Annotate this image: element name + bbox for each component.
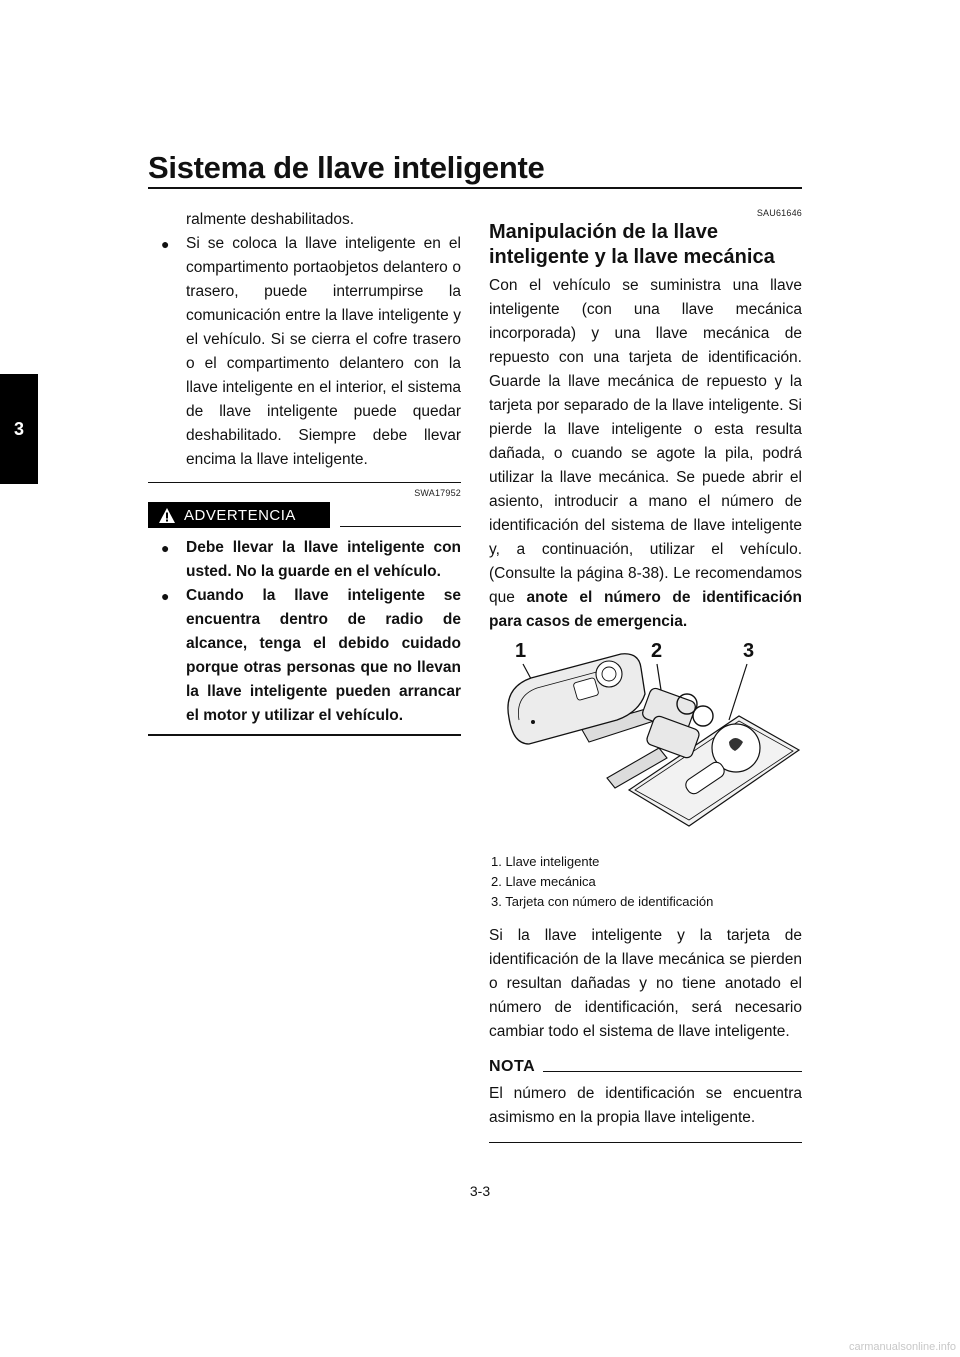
warning-item-text: Debe llevar la llave inteligente con ust… bbox=[186, 539, 461, 580]
left-column: ralmente deshabilitados. ● Si se coloca … bbox=[148, 208, 461, 736]
replacement-paragraph: Si la llave inteligente y la tarjeta de … bbox=[489, 927, 802, 1040]
warning-code: SWA17952 bbox=[414, 488, 461, 498]
page-title: Sistema de llave inteligente bbox=[148, 150, 545, 185]
watermark: carmanualsonline.info bbox=[848, 1341, 956, 1353]
warning-label: ADVERTENCIA bbox=[184, 506, 296, 524]
warning-item: ● Cuando la llave inteligente se encuent… bbox=[148, 584, 461, 728]
nota-label: NOTA bbox=[489, 1058, 536, 1075]
bullet-icon: ● bbox=[161, 236, 170, 252]
id-card bbox=[627, 715, 801, 827]
page-number: 3-3 bbox=[469, 1183, 491, 1199]
bullet-item: ● Si se coloca la llave inteligente en e… bbox=[148, 232, 461, 472]
nota-header-line bbox=[543, 1071, 802, 1072]
intro-text: Con el vehículo se suministra una llave … bbox=[489, 277, 802, 606]
section-code: SAU61646 bbox=[756, 208, 802, 218]
section-heading: Manipulación de la llave inteligente y l… bbox=[489, 221, 775, 268]
figure-caption-3: 3. Tarjeta con número de identificación bbox=[491, 894, 714, 909]
warning-top-rule bbox=[148, 482, 461, 483]
key-illustration: 1 2 3 bbox=[489, 638, 802, 848]
warning-header-line bbox=[340, 525, 461, 527]
nota-header: NOTA bbox=[489, 1058, 802, 1076]
intro-paragraph: Con el vehículo se suministra una llave … bbox=[489, 274, 802, 634]
intro-bold-text: anote el número de identificación para c… bbox=[489, 589, 802, 630]
warning-item: ● Debe llevar la llave inteligente con u… bbox=[148, 536, 461, 584]
key-drawing bbox=[507, 653, 801, 827]
figure-caption-2: 2. Llave mecánica bbox=[491, 874, 596, 889]
chapter-tab: 3 bbox=[0, 374, 38, 484]
warning-badge: ADVERTENCIA bbox=[148, 502, 330, 528]
nota-text: El número de identificación se encuentra… bbox=[489, 1085, 802, 1126]
bullet-text: Si se coloca la llave inteligente en el … bbox=[186, 235, 461, 468]
warning-item-text: Cuando la llave inteligente se encuentra… bbox=[186, 587, 461, 724]
warning-bottom-rule bbox=[148, 734, 461, 736]
warning-triangle-icon bbox=[159, 507, 175, 523]
bullet-icon: ● bbox=[161, 540, 170, 556]
right-column: SAU61646 Manipulación de la llave inteli… bbox=[489, 208, 802, 1143]
figure-caption-1: 1. Llave inteligente bbox=[491, 854, 600, 869]
callout-2: 2 bbox=[651, 640, 663, 662]
mechanical-key bbox=[580, 687, 714, 789]
callout-1: 1 bbox=[515, 640, 527, 662]
bullet-icon: ● bbox=[161, 588, 170, 604]
warning-header: ADVERTENCIA bbox=[148, 502, 461, 528]
title-rule bbox=[148, 187, 802, 189]
smart-key bbox=[507, 653, 646, 745]
continued-text: ralmente deshabilitados. bbox=[186, 211, 355, 228]
nota-bottom-rule bbox=[489, 1142, 802, 1143]
callout-3: 3 bbox=[743, 640, 755, 662]
